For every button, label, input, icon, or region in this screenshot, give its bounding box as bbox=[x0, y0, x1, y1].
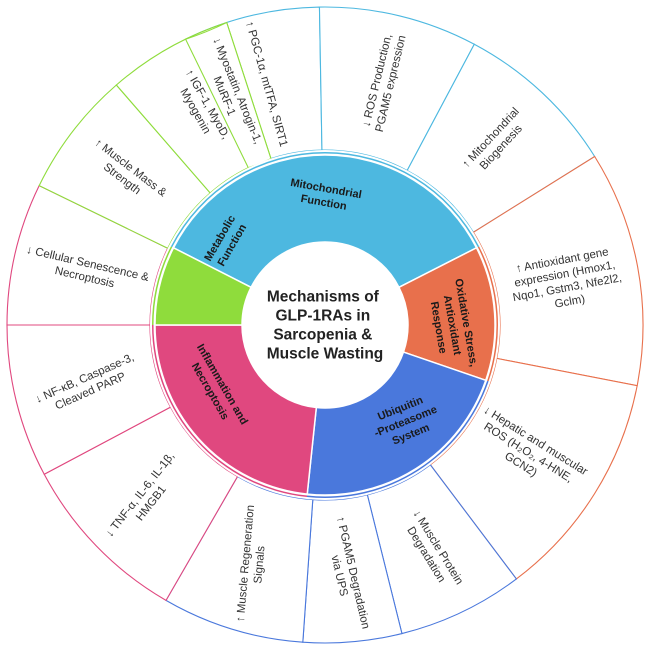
sector-shape bbox=[154, 246, 253, 326]
outer-segment-inflammation: ↓ TNF-α, IL-6, IL-1β,HMGB1 bbox=[43, 406, 239, 602]
outer-segment-inflammation: ↓ Cellular Senescence &Necroptosis bbox=[6, 184, 169, 326]
outer-segment-inflammation: ↓ NF-κB, Caspase-3,Cleaved PARP bbox=[6, 324, 172, 476]
sector-ups: Ubiquitin-ProteasomeSystem bbox=[306, 351, 489, 498]
outer-segment-mitochondrial: ↓ ROS Production,PGAM5 expression bbox=[318, 6, 476, 172]
center-title-line-2: GLP-1RAs in bbox=[275, 308, 370, 325]
outer-segment-label-line: Signals bbox=[252, 545, 267, 584]
outer-segment-metabolic: ↑ Muscle Mass &Strength bbox=[38, 84, 211, 250]
center-hub: Mechanisms of GLP-1RAs in Sarcopenia & M… bbox=[246, 246, 404, 404]
center-title-line-1: Mechanisms of bbox=[267, 289, 380, 306]
outer-segment-oxidative: ↓ Hepatic and muscularROS (H₂O₂, 4-HNE,G… bbox=[429, 357, 638, 580]
outer-segment-ups: ↑ Muscle RegenerationSignals bbox=[165, 475, 314, 643]
sector-oxidative: Oxidative Stress,AntioxidantResponse bbox=[397, 246, 498, 382]
center-title-line-4: Muscle Wasting bbox=[267, 346, 384, 363]
sector-shape bbox=[154, 324, 318, 495]
sector-mitochondrial: MitochondrialFunction bbox=[170, 151, 480, 289]
sector-shape bbox=[172, 154, 478, 289]
center-title-line-3: Sarcopenia & bbox=[273, 327, 372, 344]
outer-segment-ups: ↑ PGAM5 Degradationvia UPS bbox=[302, 494, 403, 644]
outer-segment-label-line: Gclm) bbox=[554, 293, 587, 310]
outer-segment-ups: ↓ Muscle ProteinDegradation bbox=[366, 463, 518, 635]
sector-inflammation: Inflammation andNecroptosis bbox=[152, 324, 318, 498]
center-circle bbox=[246, 246, 404, 404]
sector-shape bbox=[306, 351, 487, 496]
center-title: Mechanisms of GLP-1RAs in Sarcopenia & M… bbox=[267, 289, 384, 363]
